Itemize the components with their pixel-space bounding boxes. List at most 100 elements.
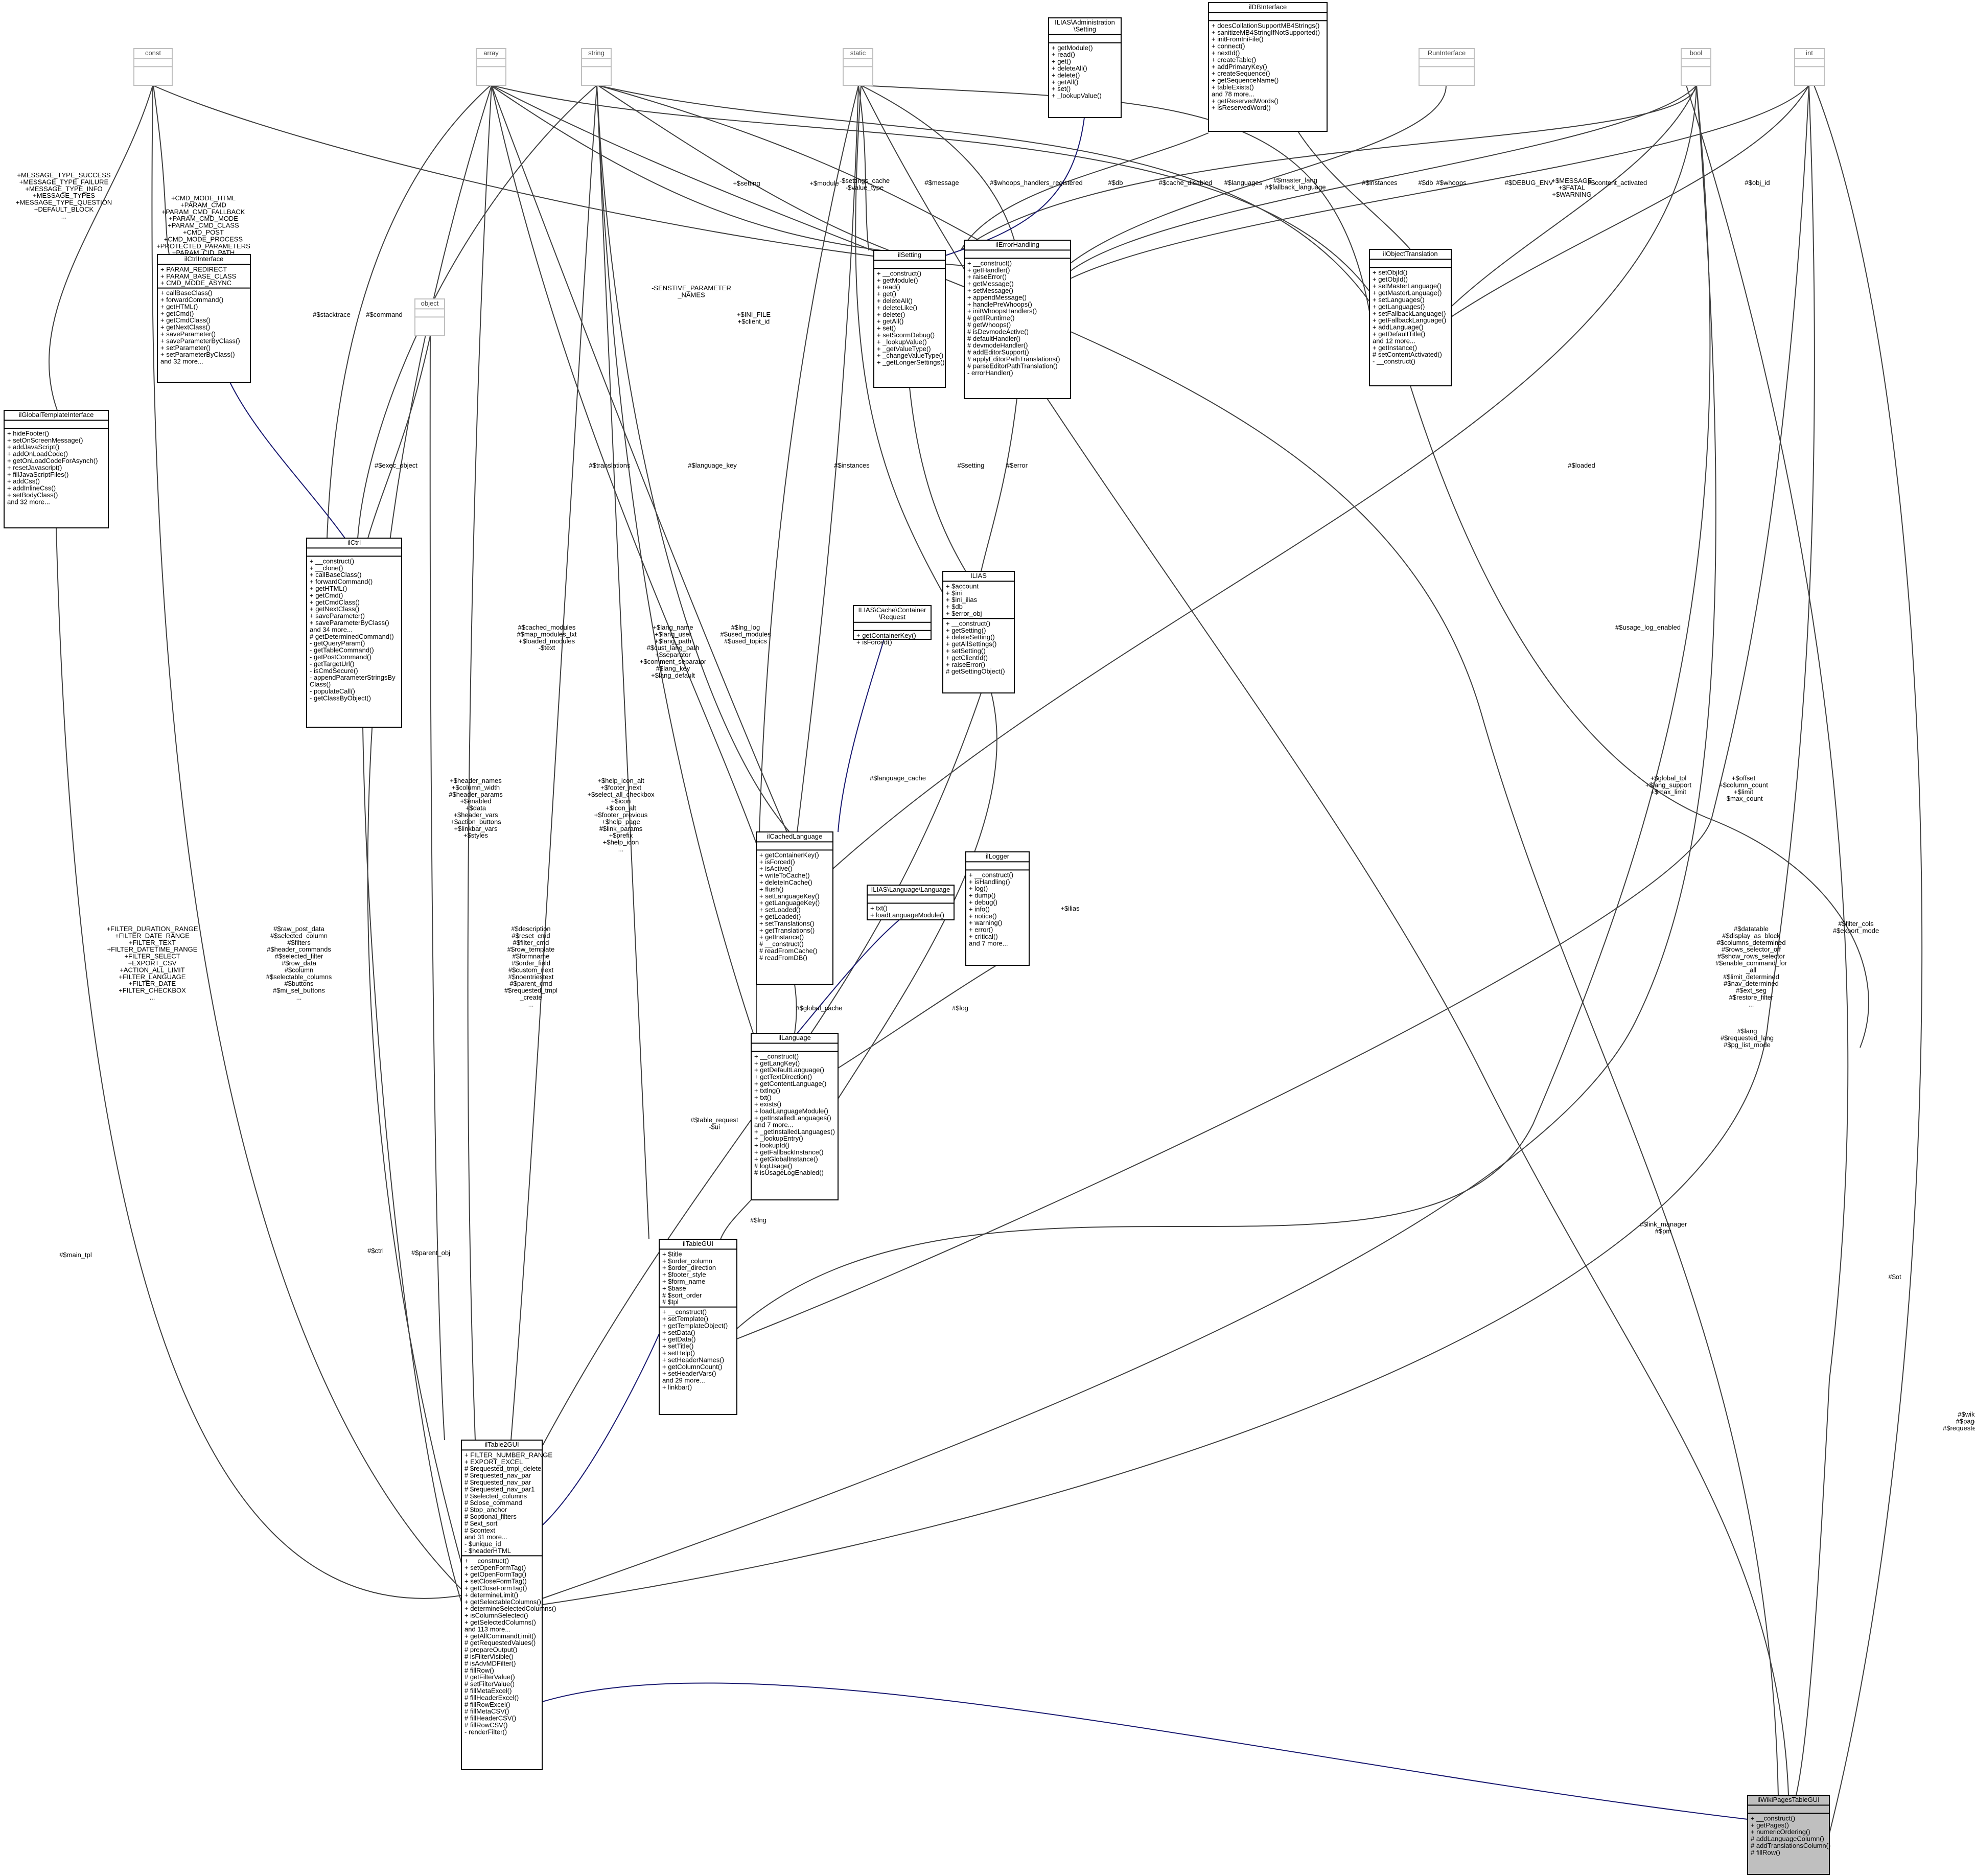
association-edge-l50 <box>362 727 462 1603</box>
class-operations: + doesCollationSupportMB4Strings()+ sani… <box>1212 21 1320 111</box>
class-operations: + __construct()+ setTemplate()+ getTempl… <box>662 1308 728 1391</box>
class-ilias[interactable]: ILIAS+ $account+ $ini+ $ini_ilias+ $db+ … <box>942 571 1015 693</box>
class-operations: + __construct()+ getSetting()+ deleteSet… <box>946 619 1005 675</box>
association-edge-l47 <box>542 85 1815 1605</box>
association-edge-l4 <box>490 85 882 251</box>
edge-label-l45: #$lng <box>750 1216 766 1224</box>
association-edge-l6 <box>858 85 869 251</box>
class-runint[interactable]: RunInterface <box>1419 48 1475 86</box>
association-edge-l10 <box>960 85 1697 251</box>
class-adminset[interactable]: ILIAS\Administration\Setting+ getModule(… <box>1048 17 1122 118</box>
inheritance-edge-57 <box>797 919 900 1034</box>
association-edge-l39 <box>736 85 1809 1339</box>
association-edge-l25 <box>596 85 790 832</box>
association-edge-l42 <box>151 85 462 1590</box>
edge-label-l53: #$link_manager#$pm <box>1640 1220 1687 1235</box>
class-box <box>867 885 955 920</box>
edge-label-l54: #$ot <box>1888 1273 1901 1281</box>
class-box <box>964 240 1071 399</box>
class-box <box>1369 249 1452 386</box>
association-edge-l49 <box>429 335 445 1441</box>
association-edge-l17 <box>1070 85 1809 279</box>
edge-label-l16: #$DEBUG_ENV <box>1505 179 1553 187</box>
class-langif[interactable]: ILIAS\Language\Language+ txt()+ loadLang… <box>867 885 955 920</box>
class-name: bool <box>1690 49 1703 57</box>
edge-label-l7: #$message <box>924 179 959 187</box>
class-string[interactable]: string <box>581 48 612 86</box>
class-logger[interactable]: ilLogger+ __construct()+ isHandling()+ l… <box>965 851 1030 966</box>
class-tablegui[interactable]: ilTableGUI+ $title+ $order_column+ $orde… <box>659 1239 737 1415</box>
class-static[interactable]: static <box>843 48 873 86</box>
class-operations: + getContainerKey()+ isForced() <box>856 632 916 646</box>
class-lang[interactable]: ilLanguage+ __construct()+ getLangKey()+… <box>751 1033 839 1200</box>
edge-label-l27: #$setting <box>958 461 985 469</box>
edge-label-l5: +$module <box>809 179 839 187</box>
class-name: const <box>145 49 161 57</box>
association-edge-l24 <box>491 85 787 832</box>
association-edge-l38 <box>736 85 1711 1329</box>
edge-label-l35: +$header_names+$column_width#$header_par… <box>449 777 503 839</box>
edge-label-l50: #$ctrl <box>367 1247 384 1255</box>
edge-label-l8: #$whoops_handlers_registered <box>990 179 1082 187</box>
class-operations: + __construct()+ getModule()+ read()+ ge… <box>877 269 945 366</box>
class-bool[interactable]: bool <box>1681 48 1711 86</box>
class-operations: + getContainerKey()+ isForced()+ isActiv… <box>759 851 820 961</box>
class-box <box>942 571 1015 693</box>
edge-label-l33: #$usage_log_enabled <box>1615 623 1681 631</box>
class-name: object <box>421 299 439 307</box>
class-box <box>756 831 833 985</box>
association-edge-l23 <box>855 85 943 593</box>
class-ctrl[interactable]: ilCtrl+ __construct()+ __clone()+ callBa… <box>306 538 402 728</box>
association-edge-l33 <box>1410 385 1869 1048</box>
association-edge-l14 <box>1297 131 1411 250</box>
class-operations: + __construct()+ getPages()+ numericOrde… <box>1751 1814 1830 1856</box>
edge-label-l29: #$loaded <box>1568 461 1595 469</box>
edge-label-l48: #$main_tpl <box>59 1251 92 1259</box>
class-box <box>659 1239 737 1415</box>
edge-label-l10: #$cache_disabled <box>1159 179 1213 187</box>
edge-label-l15: #$whoops <box>1436 179 1467 187</box>
association-edge-l46 <box>542 85 1716 1599</box>
edge-label-l30: #$cached_modules#$map_modules_txt+$loade… <box>517 623 576 652</box>
inheritance-edge-55 <box>542 1682 1748 1820</box>
edge-label-l26: #$instances <box>834 461 870 469</box>
class-const[interactable]: const <box>133 48 173 86</box>
class-name: int <box>1806 49 1813 57</box>
class-cachedlang[interactable]: ilCachedLanguage+ getContainerKey()+ isF… <box>756 831 833 985</box>
class-name: ilSetting <box>898 251 921 259</box>
edge-label-l20: #$stacktrace <box>313 311 351 318</box>
class-name: ILIAS\Cache\Container\Request <box>858 606 927 620</box>
class-operations: + callBaseClass()+ forwardCommand()+ get… <box>160 289 240 365</box>
class-dbi[interactable]: ilDBInterface + doesCollationSupportMB4St… <box>1208 2 1328 132</box>
class-cachereq[interactable]: ILIAS\Cache\Container\Request + getContai… <box>853 605 932 646</box>
class-wiki[interactable]: ilWikiPagesTableGUI+ __construct()+ getP… <box>1747 1795 1830 1875</box>
association-edge-l8 <box>861 85 1015 241</box>
class-gti[interactable]: ilGlobalTemplateInterface+ hideFooter()+… <box>4 410 109 528</box>
edge-label-l14: #$db <box>1419 179 1433 187</box>
class-int[interactable]: int <box>1794 48 1825 86</box>
class-ctrlif[interactable]: ilCtrlInterface+ PARAM_REDIRECT+ PARAM_B… <box>157 254 251 383</box>
edge-label-l40: #$description#$reset_cmd#$filter_cmd#$ro… <box>504 925 557 1008</box>
association-edge-l28 <box>981 398 1017 572</box>
class-objtr[interactable]: ilObjectTranslation+ setObjId()+ getObjI… <box>1369 249 1452 386</box>
edge-label-l1: +MESSAGE_TYPE_SUCCESS+MESSAGE_TYPE_FAILU… <box>16 171 112 220</box>
class-errh[interactable]: ilErrorHandling + __construct()+ getHandl… <box>964 240 1071 399</box>
edge-label-l38: +$global_tpl+$lang_support+$max_limit <box>1645 774 1691 796</box>
class-array[interactable]: array <box>476 48 506 86</box>
class-box <box>1208 2 1328 132</box>
association-edge-l1 <box>49 85 153 411</box>
class-operations: + __construct()+ getHandler()+ raiseErro… <box>967 259 1060 376</box>
class-attributes: + PARAM_REDIRECT+ PARAM_BASE_CLASS+ CMD_… <box>160 265 237 287</box>
class-table2[interactable]: ilTable2GUI+ FILTER_NUMBER_RANGE+ EXPORT… <box>461 1440 556 1770</box>
class-name: ilDBInterface <box>1249 3 1287 11</box>
class-name: ilErrorHandling <box>995 241 1039 248</box>
edge-label-l55: #$wiki_id#$page_id#$requested_ref_id <box>1943 1410 1975 1432</box>
association-edge-l45 <box>720 1199 752 1240</box>
class-box <box>965 851 1030 966</box>
class-setting[interactable]: ilSetting + __construct()+ getModule()+ r… <box>873 250 946 388</box>
edge-label-l17: +$MESSAGE+$FATAL+$WARNING <box>1551 177 1592 198</box>
association-edge-l43 <box>794 984 797 1034</box>
class-name: ilCtrl <box>347 539 361 546</box>
class-object[interactable]: object <box>414 298 445 336</box>
